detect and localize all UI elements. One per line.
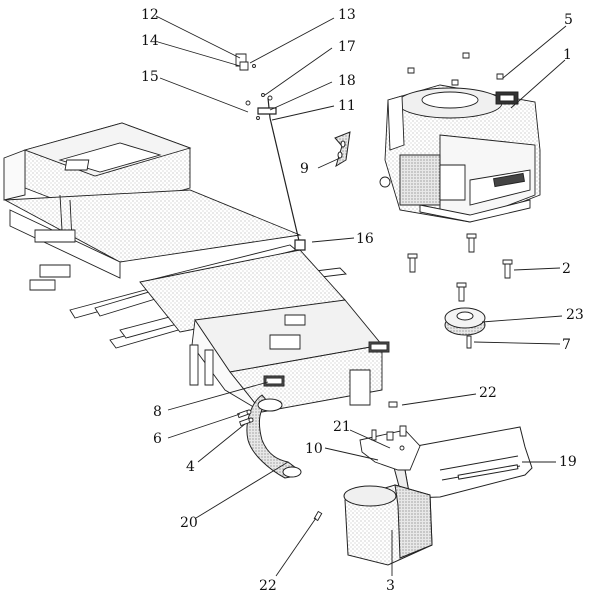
callout-9: 9 [300,161,309,177]
callout-8: 8 [153,404,162,420]
callout-13: 13 [338,7,356,23]
muffler [344,485,432,565]
engine [380,53,540,222]
callout-4: 4 [186,459,195,475]
key [467,336,471,348]
callout-18: 18 [338,73,356,89]
callout-19: 19 [559,454,577,470]
callout-16: 16 [356,231,374,247]
callout-22-upper: 22 [479,385,497,401]
callout-7: 7 [562,337,571,353]
callout-10: 10 [305,441,323,457]
leader-lines [155,15,567,577]
callout-21: 21 [333,419,351,435]
muffler-bracket [360,402,420,470]
callout-1: 1 [563,47,572,63]
callout-6: 6 [153,431,162,447]
callout-15: 15 [141,69,159,85]
callout-11: 11 [338,98,356,114]
engine-bolts [408,234,512,301]
callout-12: 12 [141,7,159,23]
pulley [445,308,485,335]
muffler-bolts [238,410,253,426]
callout-3: 3 [386,578,395,594]
callout-23: 23 [566,307,584,323]
callout-5: 5 [564,12,573,28]
throttle-rod [258,98,305,250]
callout-22-lower: 22 [259,578,277,594]
callout-20: 20 [180,515,198,531]
frame-assembly [4,123,389,412]
bracket [335,132,350,166]
callout-17: 17 [338,39,356,55]
control-hardware [236,54,272,120]
exhaust-pipe [247,395,301,478]
callout-2: 2 [562,261,571,277]
callout-14: 14 [141,33,159,49]
